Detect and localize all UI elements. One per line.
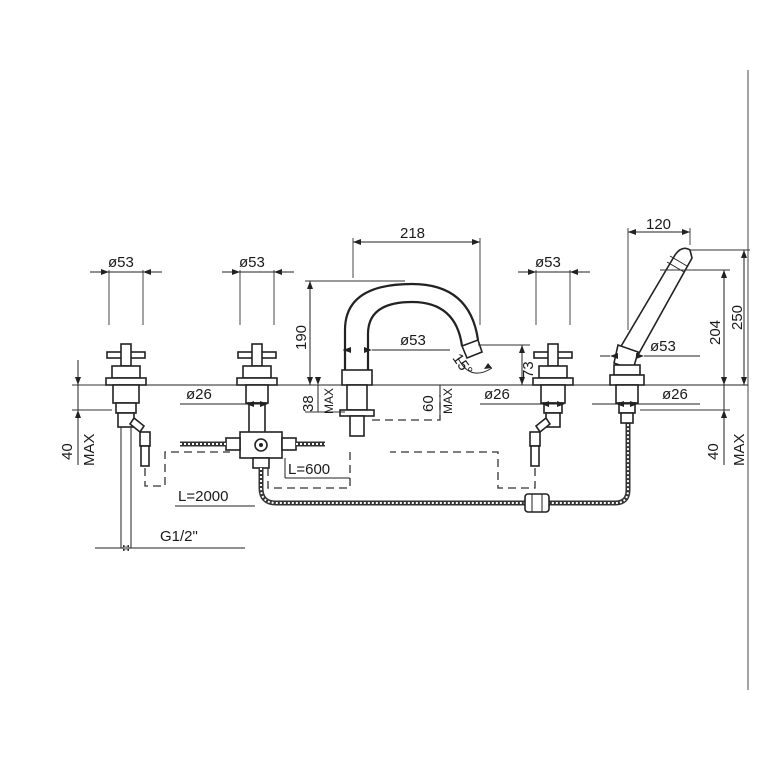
left-valve bbox=[90, 269, 230, 548]
label-l600: L=600 bbox=[288, 461, 330, 478]
label-40-left: 40 bbox=[59, 443, 76, 460]
label-dia26-left: ø26 bbox=[186, 386, 212, 403]
right-valve bbox=[390, 269, 590, 489]
hand-shower bbox=[609, 228, 693, 424]
label-250: 250 bbox=[729, 305, 746, 330]
label-dia53-spout: ø53 bbox=[400, 332, 426, 349]
spout bbox=[339, 238, 530, 437]
label-73: 73 bbox=[520, 361, 537, 378]
label-218: 218 bbox=[400, 225, 425, 242]
label-120: 120 bbox=[646, 216, 671, 233]
label-dia53-second: ø53 bbox=[239, 254, 265, 271]
second-valve bbox=[222, 269, 294, 434]
label-g12: G1/2" bbox=[160, 528, 198, 545]
label-60: 60 bbox=[420, 395, 437, 412]
label-40-right-max: MAX bbox=[731, 433, 748, 466]
label-40-right: 40 bbox=[705, 443, 722, 460]
label-60-max: MAX bbox=[441, 388, 455, 414]
diverter-body bbox=[180, 431, 351, 489]
label-dia26-shower: ø26 bbox=[662, 386, 688, 403]
label-38: 38 bbox=[300, 395, 317, 412]
label-l2000: L=2000 bbox=[178, 488, 228, 505]
label-204: 204 bbox=[707, 320, 724, 345]
hose-weight bbox=[524, 493, 550, 513]
label-dia53-right: ø53 bbox=[535, 254, 561, 271]
label-190: 190 bbox=[293, 325, 310, 350]
label-dia26-right: ø26 bbox=[484, 386, 510, 403]
label-dia53-left: ø53 bbox=[108, 254, 134, 271]
label-40-left-max: MAX bbox=[81, 433, 98, 466]
label-dia53-shower: ø53 bbox=[650, 338, 676, 355]
label-38-max: MAX bbox=[322, 388, 336, 414]
